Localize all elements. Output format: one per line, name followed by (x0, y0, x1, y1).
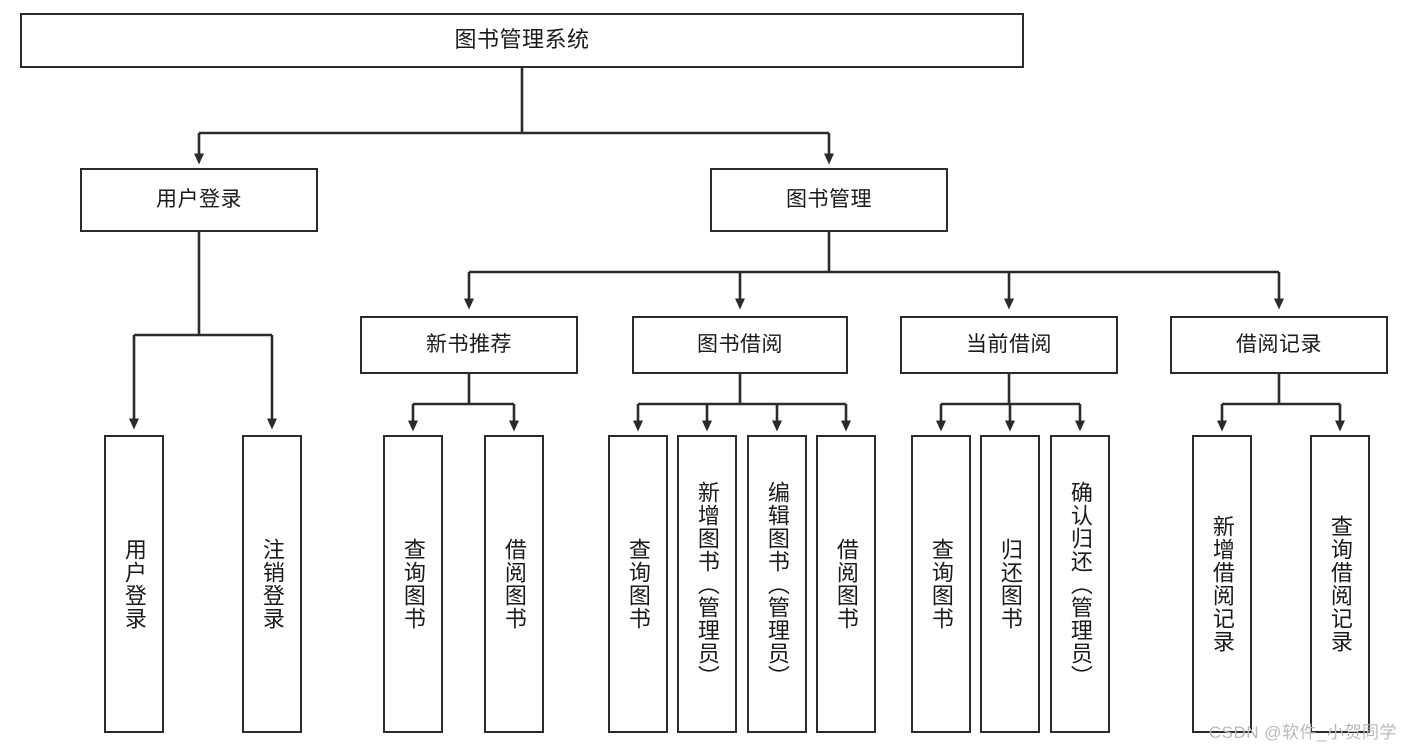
node-label: 查询图书 (400, 538, 426, 630)
node-label: 新增借阅记录 (1209, 515, 1235, 653)
node-label: 当前借阅 (966, 333, 1052, 357)
node-label: 查询图书 (625, 538, 651, 630)
node-label: 查询借阅记录 (1327, 515, 1353, 653)
node-label: 用户登录 (121, 538, 147, 630)
node-new-book-recommend[interactable]: 新书推荐 (360, 316, 578, 374)
node-label: 编辑图书（管理员） (764, 480, 790, 688)
node-current-borrow[interactable]: 当前借阅 (900, 316, 1118, 374)
node-label: 确认归还（管理员） (1067, 480, 1093, 688)
leaf-book-borrow-1[interactable]: 新增图书（管理员） (677, 435, 737, 733)
node-label: 查询图书 (928, 538, 954, 630)
node-label: 注销登录 (259, 538, 285, 630)
node-book-borrow[interactable]: 图书借阅 (632, 316, 848, 374)
node-borrow-record[interactable]: 借阅记录 (1170, 316, 1388, 374)
leaf-current-borrow-2[interactable]: 确认归还（管理员） (1050, 435, 1110, 733)
leaf-user-login-0[interactable]: 用户登录 (104, 435, 164, 733)
node-label: 归还图书 (997, 538, 1023, 630)
node-label: 新增图书（管理员） (694, 480, 720, 688)
node-label: 图书借阅 (697, 333, 783, 357)
leaf-borrow-record-1[interactable]: 查询借阅记录 (1310, 435, 1370, 733)
leaf-borrow-record-0[interactable]: 新增借阅记录 (1192, 435, 1252, 733)
leaf-current-borrow-0[interactable]: 查询图书 (911, 435, 971, 733)
leaf-book-borrow-2[interactable]: 编辑图书（管理员） (747, 435, 807, 733)
node-label: 图书管理系统 (454, 27, 590, 53)
leaf-new-book-recommend-1[interactable]: 借阅图书 (484, 435, 544, 733)
node-user-login[interactable]: 用户登录 (80, 168, 318, 232)
leaf-new-book-recommend-0[interactable]: 查询图书 (383, 435, 443, 733)
leaf-current-borrow-1[interactable]: 归还图书 (980, 435, 1040, 733)
node-root-system[interactable]: 图书管理系统 (20, 13, 1024, 68)
node-label: 用户登录 (156, 188, 242, 212)
node-label: 新书推荐 (426, 333, 512, 357)
leaf-user-login-1[interactable]: 注销登录 (242, 435, 302, 733)
leaf-book-borrow-0[interactable]: 查询图书 (608, 435, 668, 733)
node-book-management[interactable]: 图书管理 (710, 168, 948, 232)
leaf-book-borrow-3[interactable]: 借阅图书 (816, 435, 876, 733)
node-label: 借阅记录 (1236, 333, 1322, 357)
node-label: 借阅图书 (501, 538, 527, 630)
watermark-text: CSDN @软件_小贺同学 (1208, 723, 1397, 742)
node-label: 图书管理 (786, 188, 872, 212)
node-label: 借阅图书 (833, 538, 859, 630)
